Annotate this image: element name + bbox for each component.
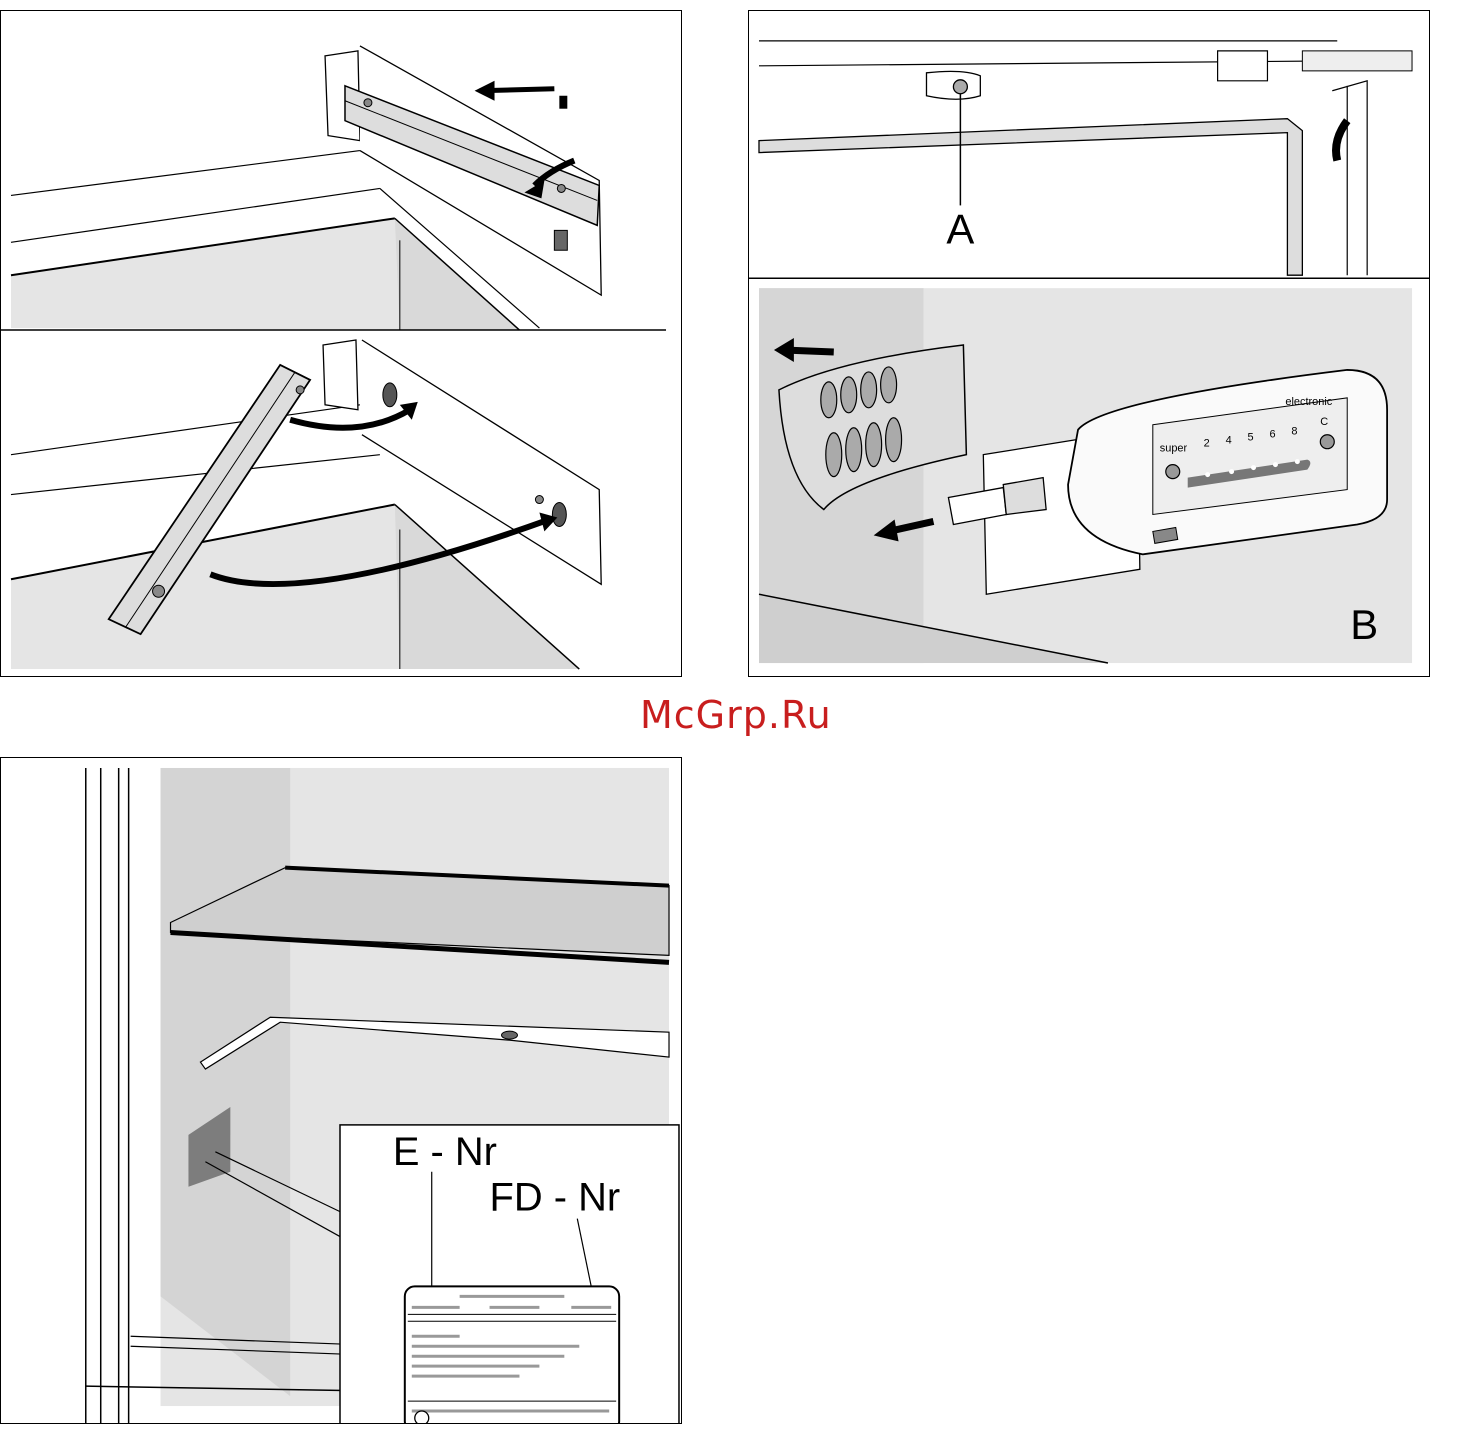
rail-removal-illustration <box>1 46 666 330</box>
control-level-5: 5 <box>1248 432 1254 444</box>
label-a: A <box>946 205 974 252</box>
control-super-label: super <box>1160 443 1188 455</box>
control-c-label: C <box>1320 416 1328 428</box>
rail-reinsertion-illustration <box>11 340 601 669</box>
control-level-2: 2 <box>1204 438 1210 450</box>
rail-illustrations <box>1 11 681 676</box>
label-fd-nr: FD - Nr <box>490 1176 621 1220</box>
control-illustrations: A <box>749 11 1429 676</box>
control-module-illustration: electronic super C 2 4 5 6 8 B <box>759 288 1412 663</box>
label-e-nr: E - Nr <box>393 1130 497 1174</box>
control-level-6: 6 <box>1269 429 1275 441</box>
panel-bottom-left: E - Nr FD - Nr <box>0 757 682 1424</box>
sensor-a-illustration: A <box>759 41 1412 275</box>
label-b: B <box>1350 601 1378 648</box>
control-level-8: 8 <box>1291 426 1297 438</box>
rating-plate-illustration: E - Nr FD - Nr <box>1 758 681 1423</box>
panel-top-left <box>0 10 682 677</box>
panel-top-right: A <box>748 10 1430 677</box>
control-level-4: 4 <box>1226 435 1232 447</box>
control-brand-label: electronic <box>1285 396 1332 408</box>
watermark-text: McGrp.Ru <box>640 693 832 737</box>
